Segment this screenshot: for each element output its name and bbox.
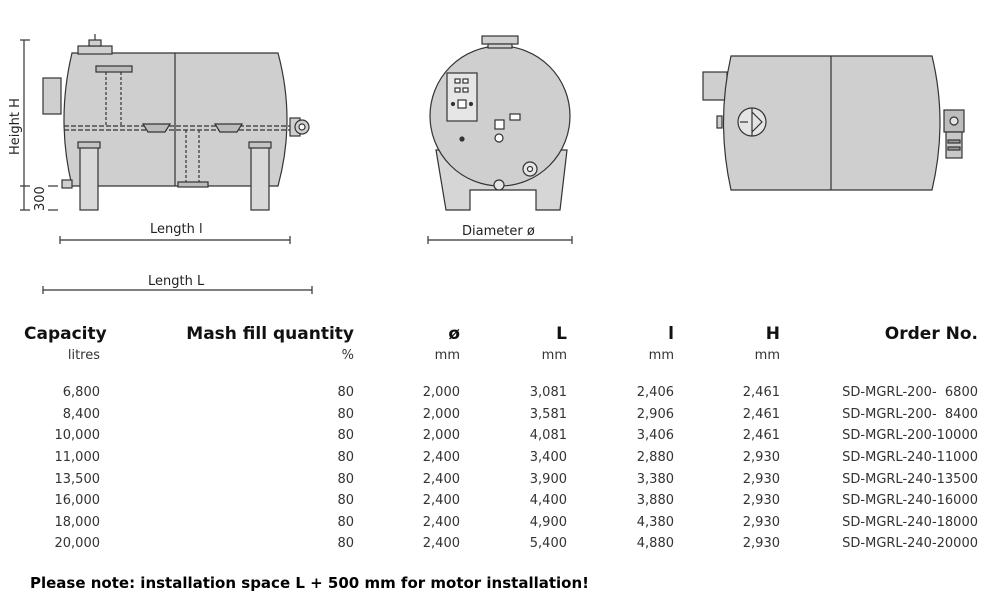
tank-side-view	[20, 34, 313, 294]
cell-capacity: 10,000	[54, 428, 101, 444]
header-length-L: L	[556, 324, 567, 344]
table-row: 8,400 80 2,000 3,581 2,906 2,461 SD-MGRL-200- …	[24, 404, 978, 426]
table-row: 10,000 80 2,000 4,081 3,406 2,461 SD-MGRL-200-…	[24, 425, 979, 447]
cell-length-L: 5,400	[529, 536, 567, 552]
cell-length-L: 4,900	[529, 514, 567, 530]
cell-length-L: 3,400	[529, 450, 567, 466]
technical-drawings: Height H 300 Length l Length L D	[8, 34, 965, 294]
specification-table: Capacity Mash fill quantity ø L l H Orde…	[24, 318, 978, 555]
unit-length-l: mm	[648, 348, 674, 363]
cell-length-l: 3,380	[636, 471, 674, 487]
cell-mash-fill: 80	[337, 450, 354, 466]
cell-length-l: 2,880	[636, 450, 674, 466]
cell-diameter: 2,400	[422, 536, 460, 552]
cell-length-L: 4,081	[529, 428, 567, 444]
cell-order-no: SD-MGRL-240-20000	[842, 536, 978, 552]
table-header-row: Capacity Mash fill quantity ø L l H Orde…	[24, 318, 978, 344]
cell-order-no: SD-MGRL-240-16000	[842, 493, 978, 509]
tank-front-view	[427, 35, 573, 244]
cell-order-no: SD-MGRL-240-13500	[842, 471, 978, 487]
table-row: 13,500 80 2,400 3,900 3,380 2,930 SD-MGRL-240-…	[24, 468, 979, 490]
height-label: Height H	[8, 98, 23, 155]
cell-capacity: 13,500	[54, 471, 101, 487]
cell-mash-fill: 80	[337, 428, 354, 444]
unit-diameter: mm	[434, 348, 460, 363]
header-height: H	[765, 324, 780, 344]
unit-mash-fill: %	[341, 348, 354, 363]
cell-height: 2,930	[742, 471, 780, 487]
cell-order-no: SD-MGRL-200-10000	[842, 428, 978, 444]
cell-length-l: 3,880	[636, 493, 674, 509]
base-height-label: 300	[33, 186, 48, 211]
cell-mash-fill: 80	[337, 406, 354, 422]
cell-length-l: 4,880	[636, 536, 674, 552]
cell-order-no: SD-MGRL-240-11000	[842, 450, 978, 466]
cell-capacity: 18,000	[54, 514, 101, 530]
length-large-label: Length L	[148, 274, 205, 289]
header-order-no: Order No.	[884, 324, 978, 344]
cell-mash-fill: 80	[337, 471, 354, 487]
cell-length-L: 3,900	[529, 471, 567, 487]
cell-order-no: SD-MGRL-240-18000	[842, 514, 978, 530]
cell-height: 2,930	[742, 514, 780, 530]
cell-height: 2,930	[742, 450, 780, 466]
table-units-row: litres % mm mm mm mm	[24, 344, 978, 372]
cell-length-L: 3,581	[529, 406, 567, 422]
length-small-label: Length l	[150, 222, 203, 237]
cell-capacity: 8,400	[62, 406, 100, 422]
cell-height: 2,461	[742, 428, 780, 444]
unit-order-no	[780, 344, 978, 372]
cell-length-l: 2,906	[636, 406, 674, 422]
cell-mash-fill: 80	[337, 536, 354, 552]
unit-height: mm	[754, 348, 780, 363]
cell-length-L: 3,081	[529, 385, 567, 401]
cell-capacity: 6,800	[62, 385, 100, 401]
installation-note: Please note: installation space L + 500 …	[30, 574, 589, 592]
cell-length-l: 2,406	[636, 385, 674, 401]
tank-top-view	[702, 55, 965, 191]
cell-order-no: SD-MGRL-200- 8400	[842, 406, 978, 422]
cell-capacity: 20,000	[54, 536, 101, 552]
cell-mash-fill: 80	[337, 493, 354, 509]
cell-height: 2,461	[742, 385, 780, 401]
cell-length-l: 4,380	[636, 514, 674, 530]
cell-height: 2,930	[742, 536, 780, 552]
cell-capacity: 16,000	[54, 493, 101, 509]
cell-mash-fill: 80	[337, 514, 354, 530]
cell-diameter: 2,400	[422, 471, 460, 487]
header-capacity: Capacity	[24, 324, 107, 344]
unit-length-L: mm	[541, 348, 567, 363]
table-row: 11,000 80 2,400 3,400 2,880 2,930 SD-MGRL-240-…	[24, 447, 979, 469]
diameter-label: Diameter ø	[462, 224, 535, 239]
cell-length-L: 4,400	[529, 493, 567, 509]
table-row: 20,000 80 2,400 5,400 4,880 2,930 SD-MGRL-240-…	[24, 533, 979, 555]
unit-capacity: litres	[67, 348, 100, 363]
header-diameter: ø	[448, 324, 460, 344]
cell-diameter: 2,000	[422, 406, 460, 422]
cell-diameter: 2,400	[422, 450, 460, 466]
header-length-l: l	[668, 324, 674, 344]
cell-mash-fill: 80	[337, 385, 354, 401]
cell-order-no: SD-MGRL-200- 6800	[842, 385, 978, 401]
cell-height: 2,930	[742, 493, 780, 509]
cell-height: 2,461	[742, 406, 780, 422]
cell-diameter: 2,000	[422, 428, 460, 444]
cell-diameter: 2,000	[422, 385, 460, 401]
cell-length-l: 3,406	[636, 428, 674, 444]
cell-diameter: 2,400	[422, 493, 460, 509]
cell-diameter: 2,400	[422, 514, 460, 530]
cell-capacity: 11,000	[54, 450, 101, 466]
header-mash-fill: Mash fill quantity	[186, 324, 354, 344]
table-row: 16,000 80 2,400 4,400 3,880 2,930 SD-MGRL-240-…	[24, 490, 979, 512]
table-row: 6,800 80 2,000 3,081 2,406 2,461 SD-MGRL-200- …	[24, 382, 978, 404]
table-row: 18,000 80 2,400 4,900 4,380 2,930 SD-MGRL-240-…	[24, 512, 979, 534]
